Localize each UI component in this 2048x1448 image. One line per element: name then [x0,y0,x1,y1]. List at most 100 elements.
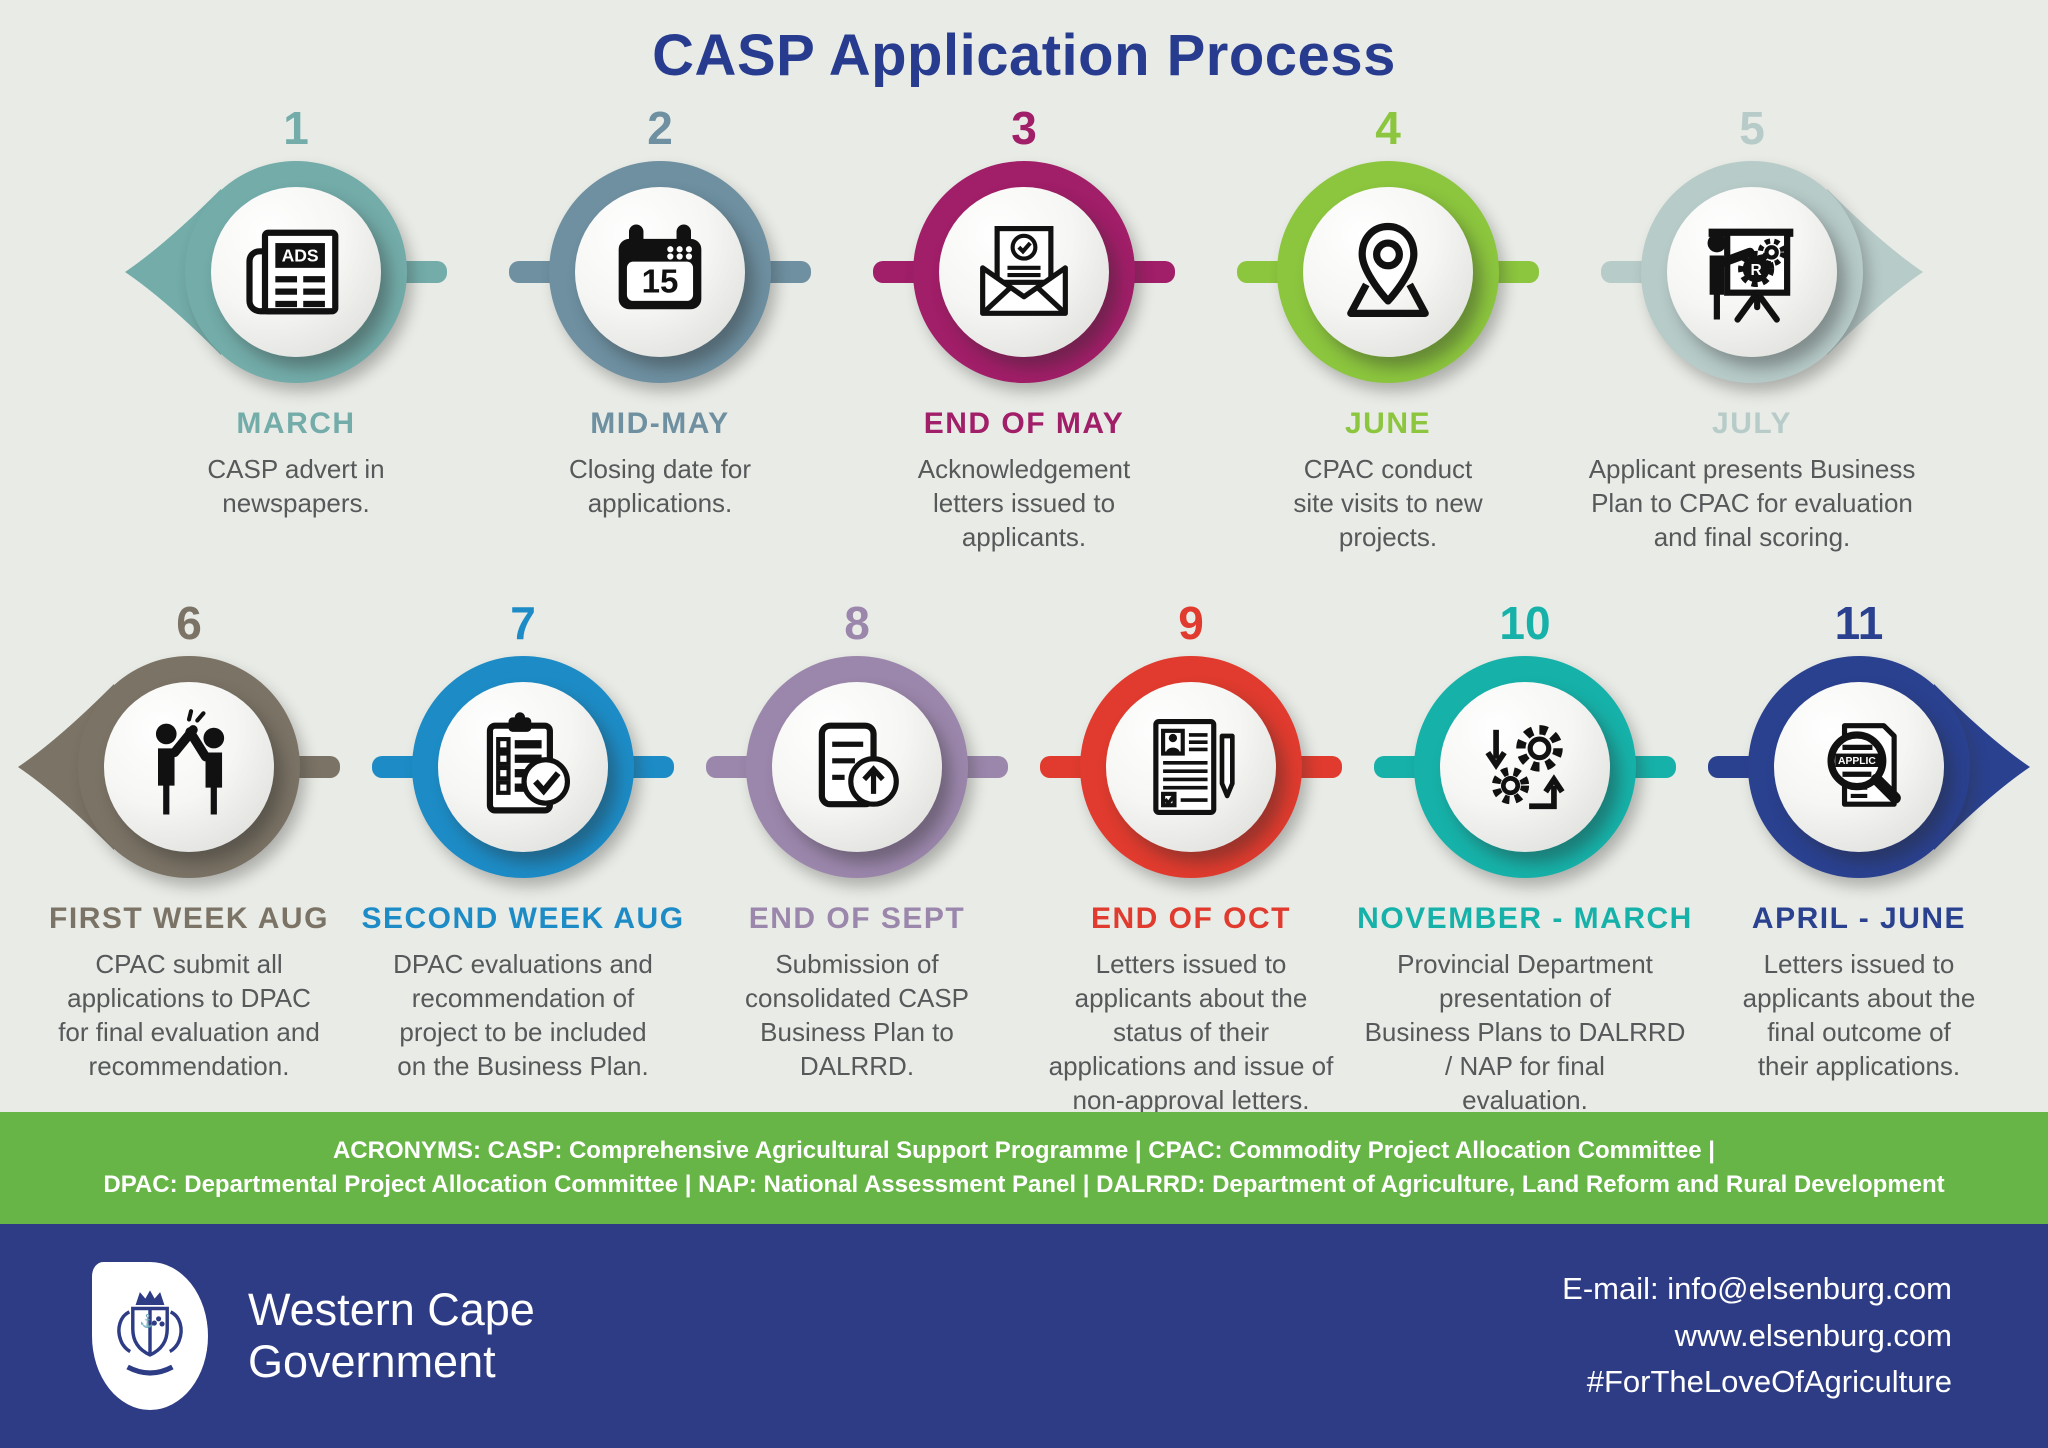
step-description: Letters issued to applicants about the f… [1742,949,1976,1081]
step-badge [706,656,1008,879]
badge-inner-circle: R [1667,187,1837,357]
hashtag-text: #ForTheLoveOfAgriculture [1586,1364,1952,1400]
coat-of-arms-icon: ⚓ [117,1290,183,1376]
badge-inner-circle: ADS [211,187,381,357]
badge-inner-circle [1106,682,1276,853]
step-number: 10 [1499,597,1551,650]
connector-stub [509,261,555,283]
badge-inner-circle [1440,682,1610,853]
step-10: 10 NOVEMB [1357,596,1693,1117]
acronyms-bar: ACRONYMS: CASP: Comprehensive Agricultur… [0,1112,2048,1224]
acronyms-line-2: DPAC: Departmental Project Allocation Co… [103,1171,1945,1198]
connector-stub [1374,756,1420,779]
step-month-label: END OF MAY [923,407,1125,440]
application-review-icon: APPLIC [1827,723,1901,808]
connector-stub [962,756,1008,779]
org-name-line-1: Western Cape [248,1283,535,1335]
step-badge [18,656,340,879]
step-description: Provincial Department presentation of Bu… [1364,949,1686,1115]
contact-block: E-mail: info@elsenburg.com www.elsenburg… [1562,1266,1952,1406]
step-description: CPAC conduct site visits to new projects… [1293,454,1483,552]
badge-inner-circle [438,682,608,853]
step-month-label: MID-MAY [590,407,730,440]
svg-text:ADS: ADS [282,246,319,266]
step-badge [1040,656,1342,879]
step-number: 9 [1178,597,1204,650]
step-month-label: APRIL - JUNE [1751,902,1967,936]
gears-process-icon [1485,725,1565,810]
step-number: 2 [647,102,673,154]
acronyms-line-1: ACRONYMS: CASP: Comprehensive Agricultur… [332,1137,1716,1165]
connector-stub [1630,756,1676,779]
org-name-line-2: Government [248,1336,496,1387]
step-description: DPAC evaluations and recommendation of p… [393,949,653,1081]
connector-stub [628,756,674,779]
step-badge [1374,656,1676,879]
step-number: 6 [176,597,202,650]
step-description: CASP advert in newspapers. [207,454,385,518]
connector-stub [765,261,811,283]
step-number: 4 [1375,102,1401,154]
connector-stub [1129,261,1175,283]
step-month-label: END OF SEPT [748,902,966,936]
step-number: 8 [844,597,870,650]
connector-stub [1040,756,1086,779]
connector-stub [1601,261,1647,283]
connector-stub [294,756,340,779]
svg-text:⚓: ⚓ [140,1314,156,1329]
org-name: Western Cape Government [248,1284,535,1388]
connector-stub [1296,756,1342,779]
step-badge [1237,161,1539,383]
newspaper-ads-icon: ADS [246,229,339,315]
badge-inner-circle [1303,187,1473,357]
step-number: 11 [1834,597,1884,650]
step-month-label: NOVEMBER - MARCH [1357,902,1693,936]
step-7: 7 [356,596,690,1117]
step-badge [372,656,674,879]
step-month-label: JUNE [1344,407,1432,440]
connector-stub [372,756,418,779]
step-description: CPAC submit all applications to DPAC for… [58,949,320,1081]
presentation-gear-icon: R [1707,228,1794,323]
website-text: www.elsenburg.com [1674,1317,1952,1353]
step-4: 4 JUNE CPAC conduct site visits to new p… [1210,101,1566,554]
step-11: 11 APPLIC [1692,596,2030,1117]
process-row-1: 1 ADS [118,101,1930,554]
connector-stub [706,756,752,779]
step-description: Submission of consolidated CASP Business… [744,949,970,1081]
svg-text:APPLIC: APPLIC [1838,756,1876,767]
connector-stub [873,261,919,283]
step-month-label: FIRST WEEK AUG [49,902,329,936]
svg-text:15: 15 [642,264,679,301]
high-five-icon [155,709,225,815]
step-month-label: MARCH [236,407,356,440]
step-2: 2 15 [482,101,838,554]
upload-document-icon [818,722,899,808]
step-6: 6 FIRST WEEK AUG [18,596,356,1117]
step-month-label: END OF OCT [1091,902,1291,936]
step-badge: R [1601,161,1923,383]
western-cape-government-logo: ⚓ [92,1262,208,1410]
calendar-15-icon: 15 [618,224,702,310]
location-pin-icon [1347,222,1429,317]
page-title: CASP Application Process [652,23,1396,88]
step-5: 5 [1574,101,1930,554]
checklist-icon [486,712,571,814]
step-description: Acknowledgement letters issued to applic… [917,454,1131,552]
step-description: Closing date for applications. [568,454,752,518]
step-number: 3 [1011,102,1037,154]
badge-inner-circle: APPLIC [1774,682,1944,853]
application-form-icon [1153,719,1235,816]
step-1: 1 ADS [118,101,474,554]
connector-stub [1708,756,1754,779]
step-number: 5 [1739,102,1765,154]
connector-stub [401,261,447,283]
connector-stub [1493,261,1539,283]
step-description: Applicant presents Business Plan to CPAC… [1588,454,1916,552]
badge-inner-circle [939,187,1109,357]
envelope-check-icon [980,226,1068,316]
step-description: Letters issued to applicants about the s… [1048,949,1334,1115]
step-badge: ADS [125,161,447,383]
badge-inner-circle: 15 [575,187,745,357]
